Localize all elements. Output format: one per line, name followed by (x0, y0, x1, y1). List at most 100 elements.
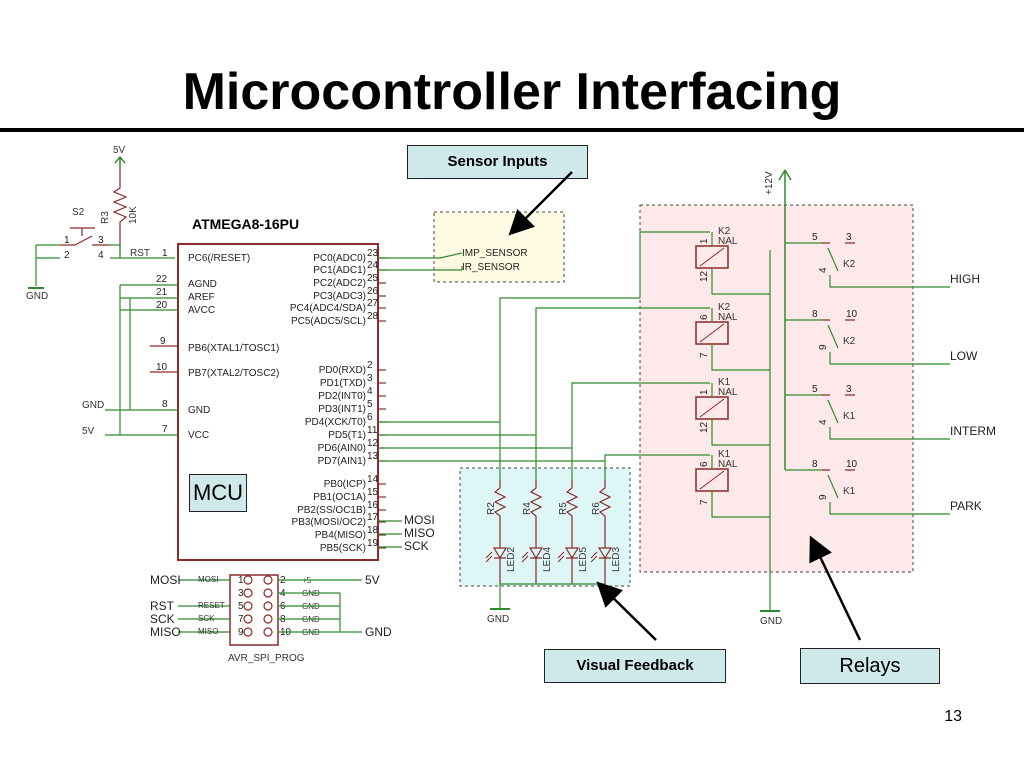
mcu-pin-num: 8 (162, 399, 168, 410)
header-pin (243, 575, 253, 585)
mcu-pin-num: 12 (367, 438, 379, 449)
header-pin (243, 588, 253, 598)
header-left-pin-label: MISO (198, 627, 218, 636)
led-diode-label: LED4 (542, 547, 553, 572)
led-diode-label: LED5 (578, 547, 589, 572)
r3-label: R3 (100, 211, 111, 224)
spi-nets (378, 520, 402, 548)
header-pin (243, 614, 253, 624)
relay-coil-wire (711, 455, 770, 518)
gnd-label-left: GND (26, 291, 48, 302)
relay-coil-pin: 1 (699, 238, 710, 244)
relay-coil-pin: 7 (699, 499, 710, 505)
relay-coil-mark (699, 323, 725, 343)
mcu-pin-name: PC6(/RESET) (188, 253, 250, 264)
relay-coil-mark (699, 247, 725, 267)
visual-feedback-callout: Visual Feedback (544, 649, 726, 683)
relay-contact-pin: 5 (812, 384, 818, 395)
mcu-pin-num: 28 (367, 311, 379, 322)
mcu-pin-num: 22 (156, 274, 168, 285)
led-resistor-label: R4 (522, 502, 533, 515)
s2-pin-4: 4 (98, 250, 104, 261)
header-right-signal: 5V (365, 573, 380, 587)
led-diode-label: LED3 (611, 547, 622, 572)
mcu-pin-name: AVCC (188, 305, 215, 316)
mcu-pin-name: PD0(RXD) (319, 365, 366, 376)
relay-output-label: INTERM (950, 424, 996, 438)
relay-contact-pin: 4 (818, 267, 829, 273)
title-divider (0, 128, 1024, 132)
relay-coil-ref: K1 (718, 449, 731, 460)
mcu-pin-name: PC5(ADC5/SCL) (291, 316, 366, 327)
led-resistor (493, 480, 507, 540)
mcu-pin-num: 27 (367, 298, 379, 309)
spi-label: MISO (404, 526, 435, 540)
page-number: 13 (944, 708, 962, 725)
sensor-label: IR_SENSOR (462, 262, 520, 273)
spi-header-body (229, 574, 279, 646)
relay-coil-mark (699, 470, 725, 490)
mcu-pin-num: 20 (156, 300, 168, 311)
slide-title: Microcontroller Interfacing (182, 63, 842, 121)
relay-coil-wire (711, 383, 770, 446)
sensor-inputs-callout: Sensor Inputs (407, 145, 588, 179)
header-left-pin-label: MOSI (198, 575, 218, 584)
relay-output-label: LOW (950, 349, 978, 363)
spi-label: MOSI (404, 513, 435, 527)
s2-label: S2 (72, 207, 85, 218)
relay-contact-pin: 9 (818, 494, 829, 500)
s2-pin-2: 2 (64, 250, 70, 261)
header-left-signal: MISO (150, 625, 181, 639)
led-diode (528, 540, 544, 584)
gnd-label-led: GND (487, 614, 509, 625)
mcu-pin-name: PC2(ADC2) (313, 278, 366, 289)
mcu-pin-name: PC4(ADC4/SDA) (290, 303, 366, 314)
s2-switch (60, 227, 110, 246)
sensor-nets (378, 252, 463, 271)
r3-resistor (112, 168, 128, 255)
mcu-pin-num: 2 (367, 360, 373, 371)
relay-region (639, 204, 914, 573)
led-diode-label: LED2 (506, 547, 517, 572)
header-pin (243, 627, 253, 637)
relay-output-label: HIGH (950, 272, 980, 286)
mcu-pin-num: 10 (156, 362, 168, 373)
relay-coil-ref: K2 (718, 302, 731, 313)
relay-coil-pin: 7 (699, 352, 710, 358)
led-diode (492, 540, 508, 584)
mcu-pin-num: 19 (367, 538, 379, 549)
mcu-pin-num: 14 (367, 474, 379, 485)
relay-coil-mark (699, 398, 725, 418)
reset-net (35, 244, 175, 286)
header-pin (263, 588, 273, 598)
mcu-pin-num: 7 (162, 424, 168, 435)
mcu-pin-name: PB2(SS/OC1B) (297, 505, 366, 516)
relay-contact-switch (785, 394, 950, 440)
led-resistor-label: R2 (486, 502, 497, 515)
mcu-pin-name: PB0(ICP) (324, 479, 366, 490)
mcu-pin-num: 23 (367, 248, 379, 259)
portd-nets (378, 231, 710, 480)
relay-coil-type: NAL (718, 236, 738, 247)
mcu-pin-num: 5 (367, 399, 373, 410)
mcu-pin-name: VCC (188, 430, 209, 441)
led-region (459, 467, 631, 587)
led-resistor (598, 480, 612, 540)
mcu-pin-name: PB6(XTAL1/TOSC1) (188, 343, 279, 354)
header-pin-num: 1 (238, 575, 244, 586)
gnd-vcc-net (105, 409, 178, 436)
relays-callout: Relays (800, 648, 940, 684)
mcu-pin-num: 15 (367, 487, 379, 498)
sensor-label: IMP_SENSOR (462, 248, 528, 259)
relay-coil-pin: 12 (699, 270, 710, 282)
relay-contact-pin: 3 (846, 384, 852, 395)
mcu-pin-name: PD4(XCK/T0) (305, 417, 366, 428)
header-left-pin-label: SCK (198, 614, 215, 623)
relay-coil-type: NAL (718, 387, 738, 398)
mcu-pin-name: PC3(ADC3) (313, 291, 366, 302)
header-right-wires (278, 579, 362, 633)
mcu-pin-name: PB4(MISO) (315, 530, 366, 541)
relay-coil-wire (711, 232, 770, 295)
